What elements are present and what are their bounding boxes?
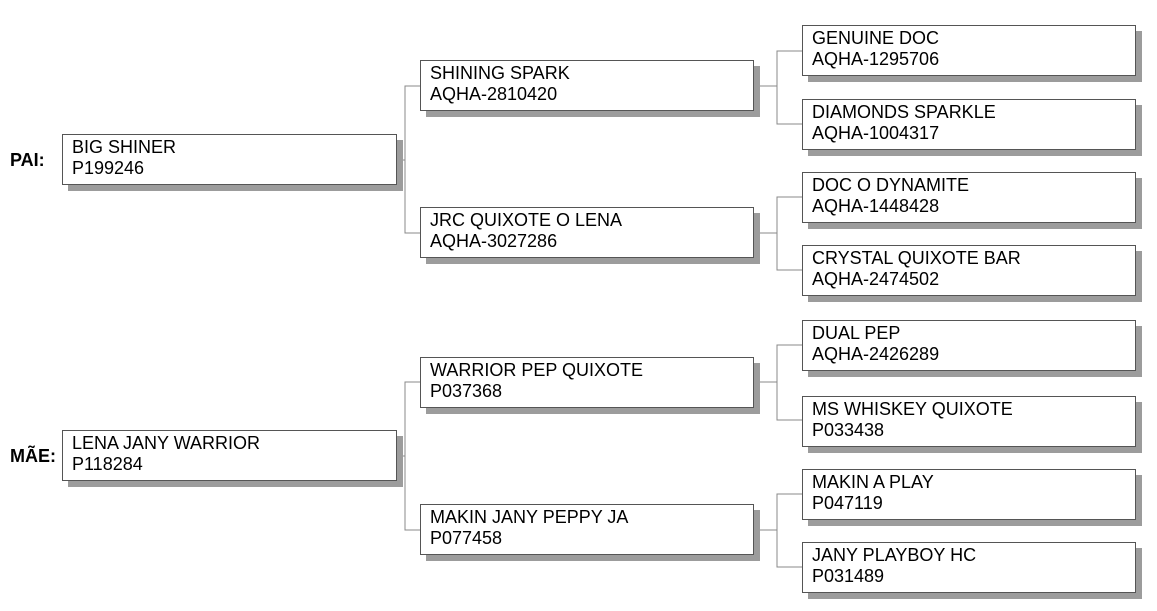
connector-gen2-to-gen3 xyxy=(754,493,802,531)
horse-registration: AQHA-2474502 xyxy=(812,269,940,289)
side-label-dam: MÃE: xyxy=(10,446,56,466)
horse-registration: P077458 xyxy=(430,528,503,548)
horse-box-dam-dam-sire: MAKIN A PLAY P047119 xyxy=(802,469,1136,520)
horse-box-dam: LENA JANY WARRIOR P118284 xyxy=(62,430,397,481)
horse-registration: P047119 xyxy=(812,493,883,513)
horse-box-sire-dam: JRC QUIXOTE O LENA AQHA-3027286 xyxy=(420,207,754,258)
connector-gen2-to-gen3 xyxy=(776,86,802,125)
horse-registration: P031489 xyxy=(812,566,885,586)
connector-gen2-to-gen3 xyxy=(754,50,802,87)
horse-registration: P037368 xyxy=(430,381,503,401)
connector-dam-to-parents xyxy=(404,456,420,531)
horse-name: JANY PLAYBOY HC xyxy=(812,545,977,565)
horse-name: MAKIN JANY PEPPY JA xyxy=(430,507,629,527)
horse-name: JRC QUIXOTE O LENA xyxy=(430,210,623,230)
horse-registration: P199246 xyxy=(72,158,145,178)
horse-box-sire-dam-dam: CRYSTAL QUIXOTE BAR AQHA-2474502 xyxy=(802,245,1136,296)
horse-name: GENUINE DOC xyxy=(812,28,940,48)
connector-gen2-to-gen3 xyxy=(754,196,802,234)
horse-box-dam-dam-dam: JANY PLAYBOY HC P031489 xyxy=(802,542,1136,593)
horse-name: CRYSTAL QUIXOTE BAR xyxy=(812,248,1021,268)
connector-gen2-to-gen3 xyxy=(754,344,802,383)
horse-registration: AQHA-3027286 xyxy=(430,231,558,251)
side-label-sire: PAI: xyxy=(10,150,45,170)
horse-registration: AQHA-1295706 xyxy=(812,49,940,69)
horse-name: BIG SHINER xyxy=(72,137,177,157)
connector-dam-to-parents xyxy=(397,381,420,457)
connector-sire-to-parents xyxy=(397,85,420,161)
connector-gen2-to-gen3 xyxy=(776,233,802,271)
horse-registration: AQHA-1448428 xyxy=(812,196,940,216)
horse-name: SHINING SPARK xyxy=(430,63,570,83)
horse-name: WARRIOR PEP QUIXOTE xyxy=(430,360,644,380)
horse-box-sire-dam-sire: DOC O DYNAMITE AQHA-1448428 xyxy=(802,172,1136,223)
horse-registration: AQHA-1004317 xyxy=(812,123,940,143)
horse-box-dam-dam: MAKIN JANY PEPPY JA P077458 xyxy=(420,504,754,555)
horse-box-dam-sire-dam: MS WHISKEY QUIXOTE P033438 xyxy=(802,396,1136,447)
horse-box-dam-sire-sire: DUAL PEP AQHA-2426289 xyxy=(802,320,1136,371)
horse-name: MS WHISKEY QUIXOTE xyxy=(812,399,1013,419)
connector-sire-to-parents xyxy=(404,160,420,234)
horse-box-sire-sire: SHINING SPARK AQHA-2810420 xyxy=(420,60,754,111)
connector-gen2-to-gen3 xyxy=(776,530,802,568)
horse-box-sire-sire-dam: DIAMONDS SPARKLE AQHA-1004317 xyxy=(802,99,1136,150)
horse-box-sire: BIG SHINER P199246 xyxy=(62,134,397,185)
horse-registration: P118284 xyxy=(72,454,143,474)
horse-name: DOC O DYNAMITE xyxy=(812,175,970,195)
horse-name: DIAMONDS SPARKLE xyxy=(812,102,996,122)
connector-gen2-to-gen3 xyxy=(776,382,802,421)
horse-box-dam-sire: WARRIOR PEP QUIXOTE P037368 xyxy=(420,357,754,408)
horse-registration: P033438 xyxy=(812,420,885,440)
horse-name: MAKIN A PLAY xyxy=(812,472,934,492)
horse-name: DUAL PEP xyxy=(812,323,901,343)
horse-registration: AQHA-2426289 xyxy=(812,344,940,364)
horse-registration: AQHA-2810420 xyxy=(430,84,558,104)
horse-box-sire-sire-sire: GENUINE DOC AQHA-1295706 xyxy=(802,25,1136,76)
horse-name: LENA JANY WARRIOR xyxy=(72,433,261,453)
